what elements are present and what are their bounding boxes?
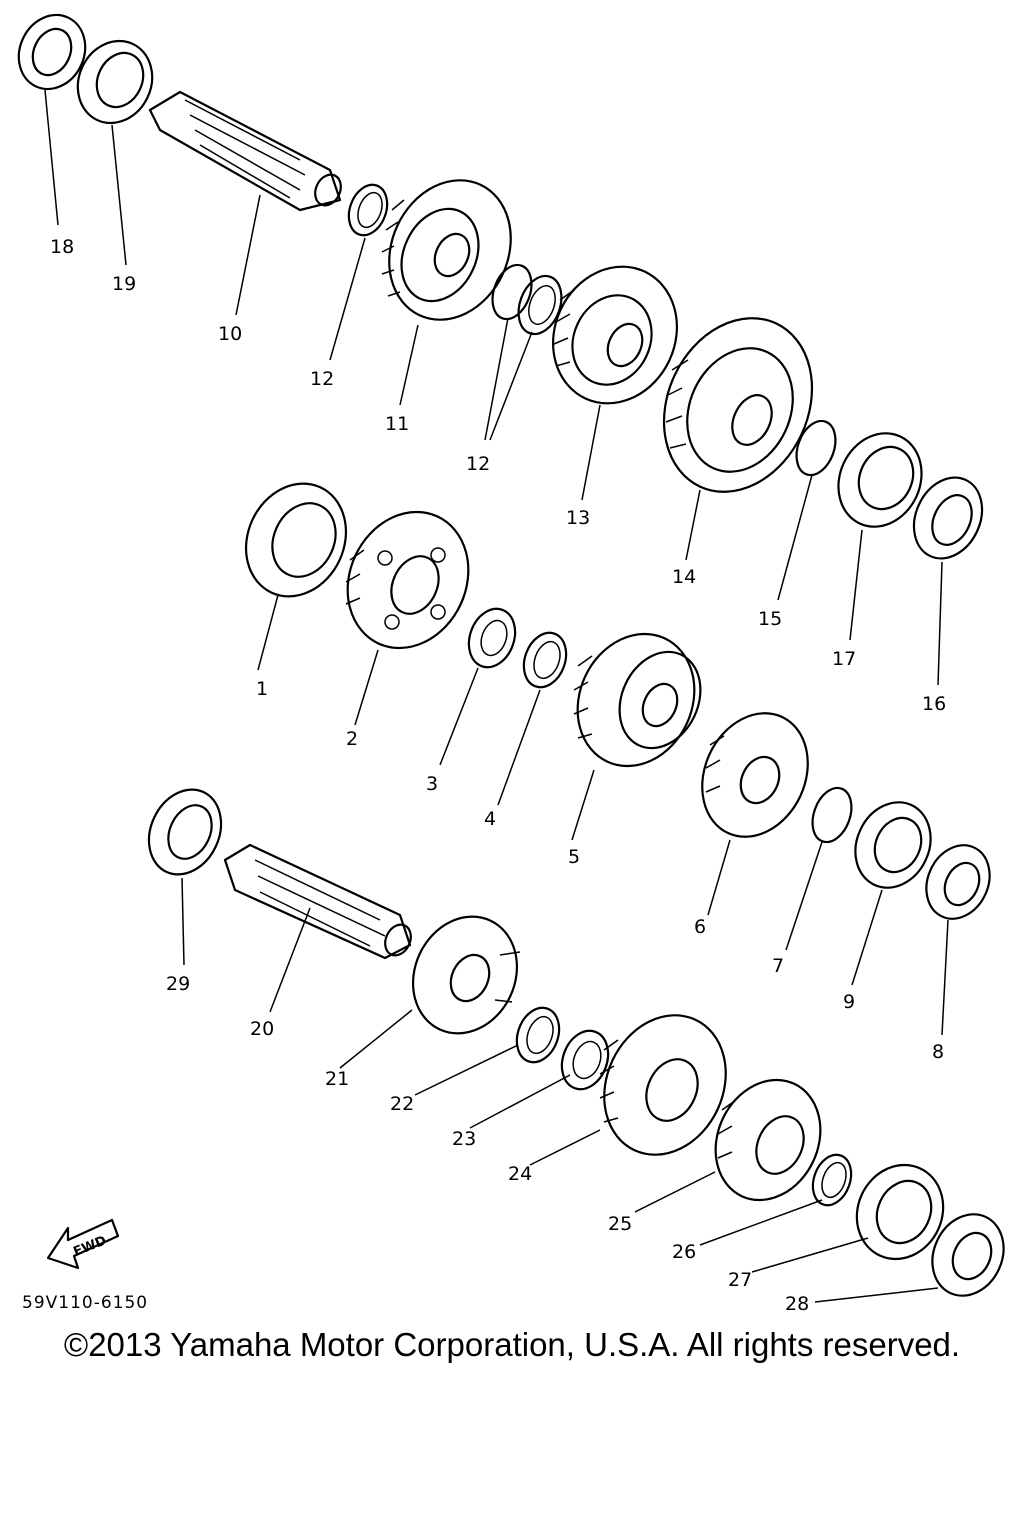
- callout-5: 5: [568, 846, 580, 868]
- part-18-oil-seal: [17, 13, 87, 91]
- callout-6: 6: [694, 916, 706, 938]
- part-3-washer: [467, 607, 517, 669]
- callout-19: 19: [112, 273, 136, 295]
- part-15-washer: [795, 419, 837, 477]
- copyright-notice: ©2013 Yamaha Motor Corporation, U.S.A. A…: [63, 1326, 961, 1363]
- part-12-washer-clip-b: [491, 263, 563, 336]
- part-10-main-axle: [148, 90, 342, 212]
- part-12-circlip-a: [347, 183, 389, 237]
- part-20-drive-axle: [223, 843, 412, 960]
- part-2-gear: [345, 510, 470, 650]
- part-1-bearing: [244, 482, 348, 598]
- part-26-circlip: [811, 1153, 853, 1207]
- callout-28: 28: [785, 1293, 809, 1315]
- part-4-circlip: [522, 631, 568, 689]
- callout-9: 9: [843, 991, 855, 1013]
- callout-1: 1: [256, 678, 268, 700]
- part-16-oil-seal: [912, 476, 984, 560]
- diagram-code: 59V110-6150: [22, 1293, 148, 1313]
- callout-24: 24: [508, 1163, 532, 1185]
- callout-10: 10: [218, 323, 242, 345]
- part-28-oil-seal: [931, 1213, 1005, 1297]
- part-25-gear: [714, 1078, 822, 1202]
- part-22-circlip: [515, 1006, 561, 1064]
- part-13-gear: [551, 265, 679, 405]
- callout-20: 20: [250, 1018, 274, 1040]
- callout-17: 17: [832, 648, 856, 670]
- callout-11: 11: [385, 413, 409, 435]
- part-24-gear: [599, 1014, 727, 1156]
- part-9-bearing: [854, 801, 932, 889]
- part-5-gear: [573, 632, 702, 768]
- part-17-bearing: [837, 432, 923, 528]
- part-27-bearing: [855, 1163, 945, 1261]
- part-23-washer: [560, 1029, 610, 1091]
- callout-18: 18: [50, 236, 74, 258]
- callout-2: 2: [346, 728, 358, 750]
- callout-12b: 12: [466, 453, 490, 475]
- callout-29: 29: [166, 973, 190, 995]
- part-29-bearing: [147, 788, 223, 876]
- part-21-gear: [411, 915, 521, 1035]
- callout-15: 15: [758, 608, 782, 630]
- part-11-gear: [381, 179, 512, 321]
- callout-14: 14: [672, 566, 696, 588]
- callout-16: 16: [922, 693, 946, 715]
- callout-12a: 12: [310, 368, 334, 390]
- part-7-washer: [811, 786, 853, 844]
- part-19-bearing: [76, 39, 154, 125]
- callout-13: 13: [566, 507, 590, 529]
- callout-labels: 1 2 3 4 5 6 7 8 9 10 11 12 12 13 14 15 1…: [50, 236, 946, 1315]
- callout-25: 25: [608, 1213, 632, 1235]
- callout-27: 27: [728, 1269, 752, 1291]
- callout-3: 3: [426, 773, 438, 795]
- part-14-gear: [662, 317, 814, 493]
- callout-23: 23: [452, 1128, 476, 1150]
- part-6-gear: [701, 712, 809, 838]
- callout-7: 7: [772, 955, 784, 977]
- callout-21: 21: [325, 1068, 349, 1090]
- part-8-oil-seal: [925, 844, 991, 920]
- callout-8: 8: [932, 1041, 944, 1063]
- callout-4: 4: [484, 808, 496, 830]
- fwd-label: FWD: [71, 1233, 108, 1260]
- leader-lines: [44, 89, 949, 1303]
- callout-26: 26: [672, 1241, 696, 1263]
- fwd-arrow-icon: FWD: [46, 1218, 120, 1270]
- callout-22: 22: [390, 1093, 414, 1115]
